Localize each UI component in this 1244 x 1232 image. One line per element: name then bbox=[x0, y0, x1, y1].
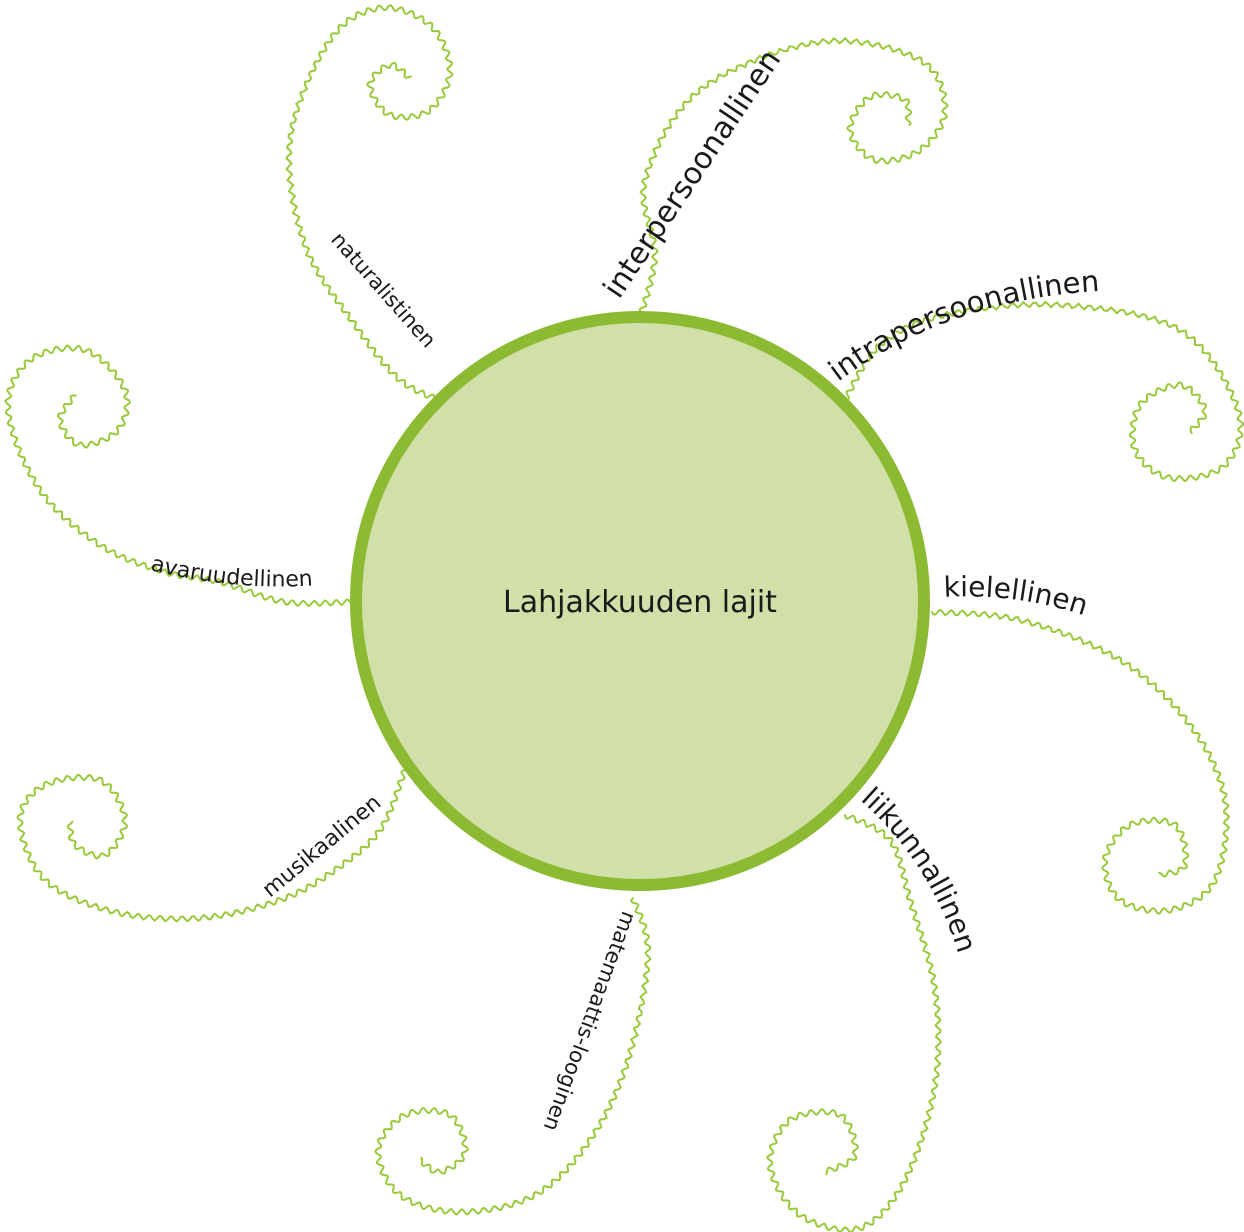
curl-branch-musikaalinen bbox=[16, 769, 406, 923]
curl-branch-kielellinen bbox=[931, 608, 1231, 915]
label-avaruudellinen: avaruudellinen bbox=[149, 552, 314, 593]
curl-branch-liikunnallinen bbox=[766, 814, 943, 1232]
curl-branch-avaruudellinen bbox=[4, 344, 351, 608]
label-intrapersoonallinen: intrapersoonallinen bbox=[822, 264, 1100, 388]
label-interpersoonallinen: interpersoonallinen bbox=[597, 43, 789, 304]
curl-branch-naturalistinen bbox=[285, 4, 454, 403]
label-matemaattis-looginen: matemaattis-looginen bbox=[539, 908, 641, 1134]
center-title: Lahjakkuuden lajit bbox=[503, 585, 777, 620]
curl-branch-intrapersoonallinen bbox=[844, 300, 1244, 483]
curl-branch-matemaattis-looginen bbox=[374, 897, 652, 1216]
label-naturalistinen: naturalistinen bbox=[326, 227, 440, 352]
curly-branches bbox=[4, 4, 1244, 1232]
curl-branch-interpersoonallinen bbox=[638, 36, 949, 319]
center-circle bbox=[350, 311, 930, 891]
